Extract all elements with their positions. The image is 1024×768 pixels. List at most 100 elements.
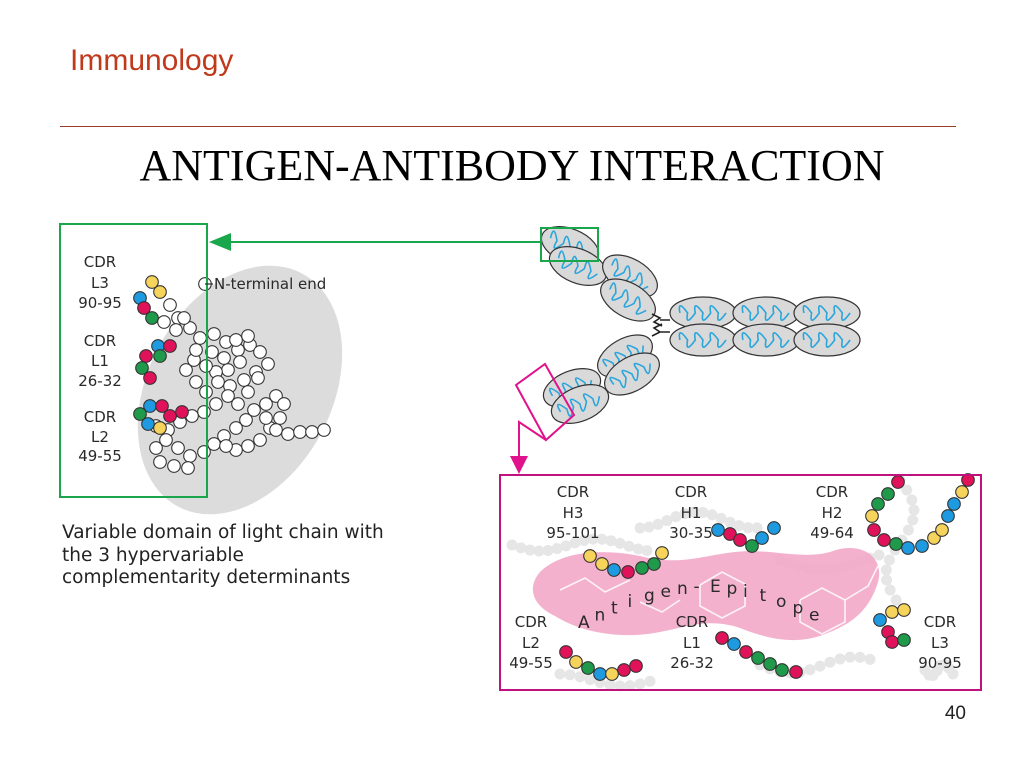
background-residue — [679, 508, 691, 520]
light-chain-residue — [193, 331, 207, 345]
cdr-residue — [629, 659, 643, 673]
cdr-residue — [877, 533, 891, 547]
light-chain-residue — [211, 375, 225, 389]
immunoglobulin-domain — [793, 296, 861, 330]
background-residue — [834, 653, 846, 665]
light-chain-residue — [253, 433, 267, 447]
cdr-residue — [763, 657, 777, 671]
background-residue — [578, 534, 590, 546]
light-chain-residue — [233, 355, 247, 369]
cdr-residue — [607, 563, 621, 577]
cdr-label-l2: CDR L2 49-55 — [78, 408, 122, 465]
cdr-residue — [145, 311, 159, 325]
background-residue — [804, 664, 816, 676]
background-residue — [688, 506, 700, 518]
epitope-letter: e — [809, 606, 819, 626]
cdr-residue — [133, 407, 147, 421]
light-chain-residue — [247, 403, 261, 417]
cdr-label-range: 49-55 — [509, 654, 553, 672]
background-residue — [844, 651, 856, 663]
background-residue — [634, 522, 646, 534]
light-chain-residue — [219, 439, 233, 453]
background-residue — [854, 651, 866, 663]
background-residue — [542, 544, 554, 556]
cdr-residue — [605, 667, 619, 681]
background-residue — [884, 584, 896, 596]
background-residue — [670, 511, 682, 523]
cdr-residue — [647, 557, 661, 571]
antibody-tip-highlight-box — [540, 227, 599, 262]
cdr-residue — [163, 339, 177, 353]
background-residue — [624, 680, 636, 692]
cdr-residue — [727, 637, 741, 651]
light-chain-residue — [221, 389, 235, 403]
cdr-residue — [153, 349, 167, 363]
light-chain-residue — [221, 363, 235, 377]
cdr-residue — [941, 509, 955, 523]
antibody-molecule — [540, 226, 861, 424]
cdr-label-range: 30-35 — [669, 524, 713, 542]
background-residue — [880, 564, 892, 576]
cdr-residue — [867, 523, 881, 537]
cdr-label-range: 90-95 — [78, 294, 122, 312]
cdr-residue — [135, 361, 149, 375]
background-residue — [632, 543, 644, 555]
cdr-label-chain: L2 — [91, 428, 109, 446]
cdr-label-chain: L1 — [683, 634, 701, 652]
cdr-residue — [739, 645, 753, 659]
light-chain-residue — [241, 329, 255, 343]
light-chain-residue — [157, 315, 171, 329]
light-chain-residue — [189, 375, 203, 389]
cdr-label-name: CDR — [84, 408, 116, 426]
cdr-label-h1: CDR H1 30-35 — [669, 483, 713, 542]
light-chain-residue — [149, 441, 163, 455]
background-residue — [623, 540, 635, 552]
binding-site-frame — [499, 474, 982, 691]
cdr-label-l3: CDR L3 90-95 — [78, 253, 122, 312]
immunoglobulin-domain — [604, 352, 660, 396]
cdr-residue — [715, 631, 729, 645]
cdr-label-range: 90-95 — [918, 654, 962, 672]
epitope-letter: e — [661, 582, 671, 602]
background-residue — [715, 512, 727, 524]
background-residue — [614, 537, 626, 549]
cdr-residue — [881, 487, 895, 501]
green-arrow — [209, 233, 541, 251]
background-residue — [515, 542, 527, 554]
light-chain-residue — [163, 298, 177, 312]
background-residue — [644, 675, 656, 687]
background-residue — [596, 533, 608, 545]
cdr-residue — [889, 537, 903, 551]
cdr-residue — [593, 667, 607, 681]
cdr-label-name: CDR — [924, 613, 956, 631]
cdr-residue — [751, 651, 765, 665]
cdr-residue — [559, 645, 573, 659]
cdr-label-name: CDR — [84, 332, 116, 350]
epitope-letter: p — [793, 598, 804, 618]
cdr-label-range: 26-32 — [78, 372, 122, 390]
cdr-label-name: CDR — [84, 253, 116, 271]
background-residue — [883, 554, 895, 566]
magenta-arrow — [510, 362, 576, 474]
background-residue — [907, 514, 919, 526]
cdr-label-chain: H1 — [681, 504, 702, 522]
epitope-letter: g — [644, 586, 655, 606]
cdr-residue — [767, 521, 781, 535]
cdr-label-range: 49-64 — [810, 524, 854, 542]
cdr-residue — [885, 605, 899, 619]
background-residue — [533, 545, 545, 557]
background-residue — [661, 515, 673, 527]
light-chain-residue — [229, 421, 243, 435]
cdr-residue — [153, 285, 167, 299]
cdr-label-chain: H3 — [563, 504, 584, 522]
cdr-residue — [635, 561, 649, 575]
cdr-residue — [947, 497, 961, 511]
cdr-residue — [583, 549, 597, 563]
background-residue — [742, 522, 754, 534]
cdr-residue — [569, 655, 583, 669]
cdr-residue — [153, 421, 167, 435]
cdr-residue — [745, 539, 759, 553]
background-residue — [652, 518, 664, 530]
background-residue — [906, 494, 918, 506]
